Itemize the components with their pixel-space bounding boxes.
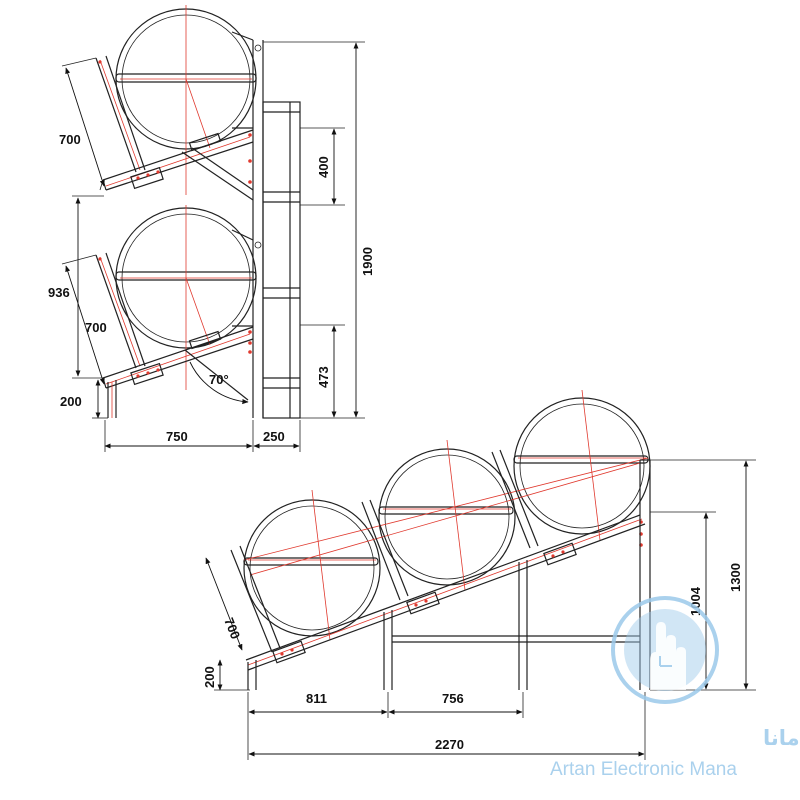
- dim-span-second: 756: [442, 691, 464, 706]
- dim-tank-length: 700: [221, 616, 243, 642]
- dim-wall-width: 250: [263, 429, 285, 444]
- hand-touch-icon: [611, 596, 719, 704]
- dim-lower-tank-length: 700: [85, 320, 107, 335]
- tank-one: [243, 489, 381, 641]
- upper-tank: [115, 5, 257, 195]
- tank-three: [513, 389, 651, 541]
- lower-tank: [115, 205, 257, 390]
- dim-total-height: 1900: [360, 247, 375, 276]
- side-view-dimension-labels: 700 936 700 200 70° 750 250 400 1900 473: [48, 132, 375, 444]
- side-view-dimensions: [61, 41, 365, 452]
- dim-upper-bracket-gap: 400: [316, 156, 331, 178]
- dim-overall-length: 2270: [435, 737, 464, 752]
- tank-two: [378, 439, 516, 591]
- dim-angle: 70°: [209, 372, 229, 387]
- angle-arc: [189, 361, 249, 405]
- dim-span-first: 811: [306, 691, 327, 706]
- watermark: آرتان الکترونیک مانا Artan Electronic Ma…: [550, 596, 800, 780]
- wall-mast: [252, 40, 264, 418]
- dim-front-leg-height: 200: [202, 666, 217, 688]
- dim-front-total-height: 1300: [728, 563, 743, 592]
- dim-base-depth: 750: [166, 429, 188, 444]
- dim-lower-bracket-gap: 473: [316, 366, 331, 388]
- watermark-persian-name: آرتان الکترونیک مانا: [763, 725, 800, 750]
- upper-tank-frame: [95, 55, 254, 201]
- dim-leg-height: 200: [60, 394, 82, 409]
- dim-lower-tank-height: 936: [48, 285, 70, 300]
- dim-upper-tank-length: 700: [59, 132, 81, 147]
- front-elevation-view: 700 200 811 756 2270 1004 1300: [202, 389, 756, 760]
- inclined-support-frame: [230, 449, 651, 690]
- watermark-english-name: Artan Electronic Mana: [550, 759, 737, 780]
- wall-bracket-frame: [262, 101, 301, 419]
- side-elevation-view: 700 936 700 200 70° 750 250 400 1900 473: [48, 5, 375, 452]
